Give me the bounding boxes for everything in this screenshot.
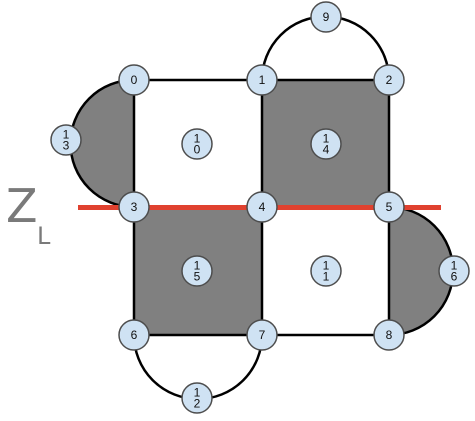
vertex-node-4: 4 xyxy=(246,191,278,223)
shaded-faces xyxy=(70,80,453,335)
vertex-node-0: 0 xyxy=(118,64,150,96)
vertex-node-3: 3 xyxy=(118,191,150,223)
vertex-label-0: 0 xyxy=(131,73,138,87)
vertex-node-7: 7 xyxy=(246,319,278,351)
vertex-node-1: 1 xyxy=(246,64,278,96)
vertex-node-8: 8 xyxy=(373,319,405,351)
vertex-label-3: 3 xyxy=(131,200,138,214)
vertex-label-8: 8 xyxy=(386,328,393,342)
vertex-node-5: 5 xyxy=(373,191,405,223)
vertex-label-2: 2 xyxy=(386,73,393,87)
vertex-label-9: 9 xyxy=(323,10,330,24)
boundary-label: Z L xyxy=(6,179,51,250)
vertex-node-6: 6 xyxy=(118,319,150,351)
vertex-node-2: 2 xyxy=(373,64,405,96)
boundary-label-subscript: L xyxy=(37,222,51,250)
boundary-label-main: Z xyxy=(6,179,38,233)
vertex-label-5: 5 xyxy=(386,200,393,214)
shaded-half-disc-16 xyxy=(389,207,453,335)
vertex-node-9: 9 xyxy=(310,1,342,33)
vertex-label-4: 4 xyxy=(259,200,266,214)
shaded-half-disc-13 xyxy=(70,80,134,207)
vertex-label-6: 6 xyxy=(131,328,138,342)
vertex-label-1: 1 xyxy=(259,73,266,87)
vertex-label-7: 7 xyxy=(259,328,266,342)
